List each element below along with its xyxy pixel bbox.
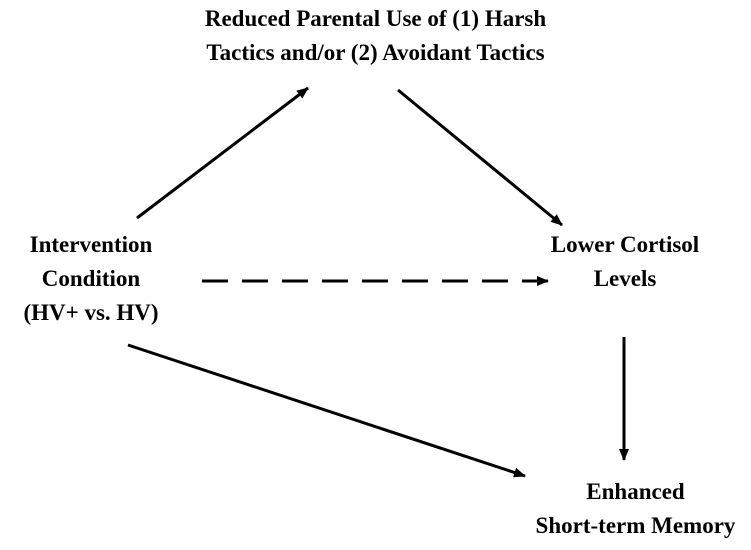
- node-reduced-parental-tactics: Reduced Parental Use of (1) Harsh Tactic…: [100, 2, 651, 70]
- node-label-line: Enhanced: [586, 479, 685, 504]
- node-intervention-condition: Intervention Condition (HV+ vs. HV): [0, 228, 182, 330]
- node-label-line: (HV+ vs. HV): [23, 300, 159, 325]
- arrow-intervention-to-parenting: [136, 86, 309, 220]
- arrow-parenting-to-cortisol: [397, 88, 563, 227]
- node-label-line: Short-term Memory: [535, 513, 736, 538]
- node-label-line: Levels: [593, 266, 657, 291]
- node-label-line: Intervention: [29, 232, 153, 257]
- arrow-intervention-to-memory: [127, 343, 526, 478]
- node-label-line: Lower Cortisol: [550, 232, 700, 257]
- node-label-line: Condition: [41, 266, 141, 291]
- node-label-line: Tactics and/or (2) Avoidant Tactics: [206, 40, 545, 65]
- node-label-line: Reduced Parental Use of (1) Harsh: [204, 6, 547, 31]
- node-lower-cortisol: Lower Cortisol Levels: [510, 228, 740, 296]
- node-enhanced-memory: Enhanced Short-term Memory: [520, 475, 751, 543]
